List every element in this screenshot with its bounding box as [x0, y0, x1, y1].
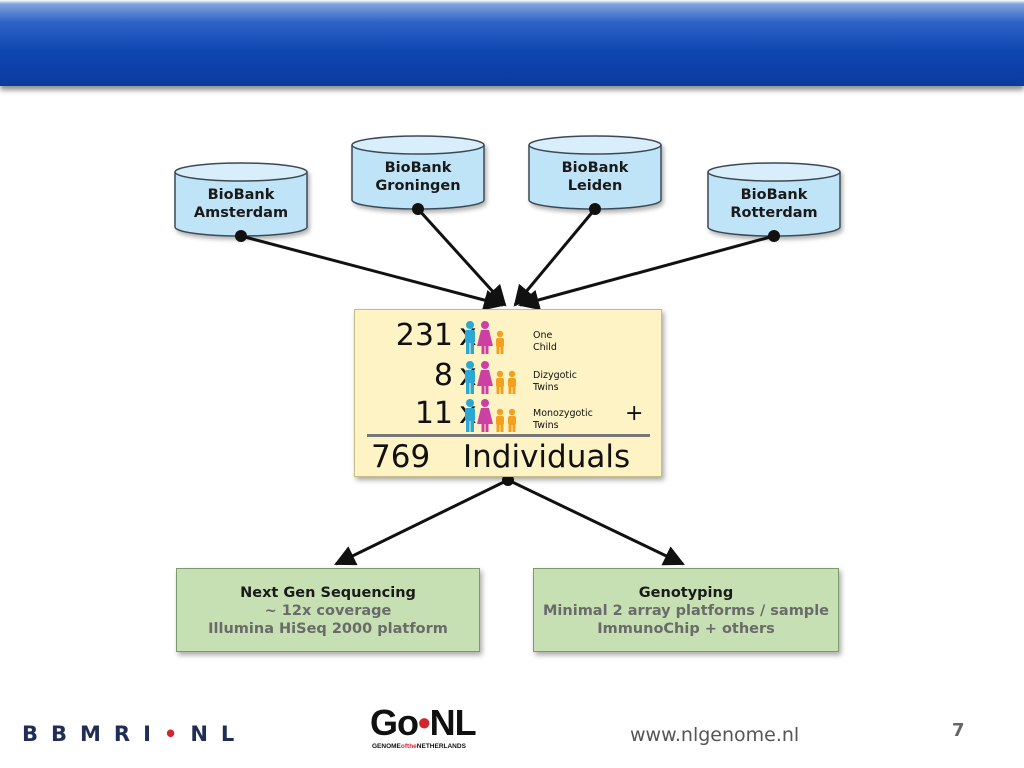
- center-dot: [502, 474, 514, 486]
- cohort-count: 11: [414, 396, 453, 431]
- child-icon: [508, 408, 516, 432]
- sum-line: [367, 434, 650, 437]
- page-number: 7: [952, 720, 965, 741]
- child-icon: [508, 370, 516, 394]
- biobank-cylinder-rotterdam: [707, 162, 841, 237]
- family-icon-dizygotic: [465, 361, 516, 394]
- connectors-in: [240, 207, 775, 311]
- family-icon-one-child: [465, 321, 504, 354]
- gonl-logo: Go•NL GENOMEoftheNETHERLANDS: [370, 702, 477, 750]
- family-icon-monozygotic: [465, 399, 516, 432]
- plus-sign: +: [625, 401, 644, 426]
- genotyping-chips: ImmunoChip + others: [597, 621, 775, 637]
- sequencing-title: Next Gen Sequencing: [240, 585, 416, 601]
- sequencing-platform: Illumina HiSeq 2000 platform: [208, 621, 448, 637]
- arrow-amsterdam: [240, 234, 506, 311]
- mother-icon: [477, 399, 493, 432]
- arrow-genotyping: [507, 478, 685, 566]
- sequencing-coverage: ~ 12x coverage: [264, 603, 392, 619]
- header-bar: [0, 0, 1024, 86]
- arrow-rotterdam: [517, 234, 775, 311]
- father-icon: [465, 321, 475, 354]
- genotyping-platforms: Minimal 2 array platforms / sample: [543, 603, 829, 619]
- child-icon: [496, 370, 504, 394]
- arrow-leiden: [513, 208, 597, 307]
- father-icon: [465, 361, 475, 394]
- arrow-sequencing: [334, 478, 509, 566]
- arrow-groningen: [416, 207, 507, 307]
- sequencing-box: Next Gen Sequencing ~ 12x coverage Illum…: [176, 568, 480, 652]
- biobank-cylinder-groningen: [351, 135, 485, 210]
- child-icon: [496, 330, 504, 354]
- child-icon: [496, 408, 504, 432]
- bbmri-nl-logo: BBMRI•NL: [22, 722, 248, 746]
- mother-icon: [477, 361, 493, 394]
- mother-icon: [477, 321, 493, 354]
- connector-dots: [235, 203, 780, 242]
- father-icon: [465, 399, 475, 432]
- cohort-count: 231: [395, 318, 453, 353]
- total-count: 769: [371, 439, 431, 475]
- website-url: www.nlgenome.nl: [630, 724, 800, 746]
- cohort-count: 8: [433, 358, 453, 393]
- genotyping-title: Genotyping: [638, 585, 734, 601]
- total-label: Individuals: [463, 439, 631, 475]
- connectors-out: [334, 478, 685, 566]
- genotyping-box: Genotyping Minimal 2 array platforms / s…: [533, 568, 839, 652]
